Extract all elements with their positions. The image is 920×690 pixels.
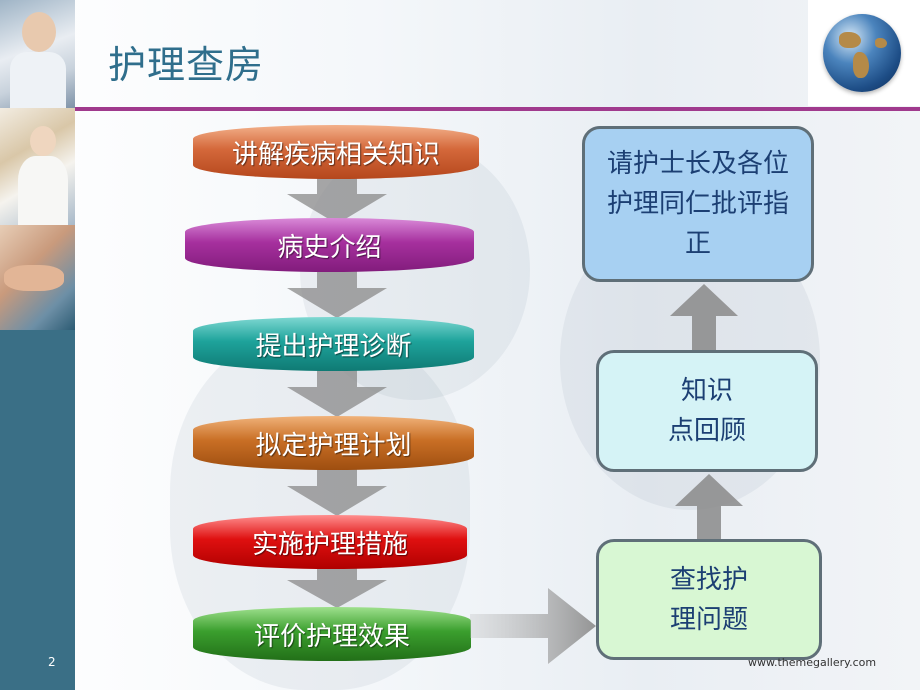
title-divider: [75, 107, 920, 111]
down-arrow-icon: [287, 468, 387, 516]
comments-line-2: 护理同仁批评指: [606, 189, 789, 219]
photo-doctor: [0, 0, 75, 108]
comments-line-3: 正: [684, 229, 711, 259]
footer-url: www.themegallery.com: [748, 656, 877, 669]
flow-step-implement: 实施护理措施: [193, 515, 467, 569]
comments-line-1: 请护士长及各位: [606, 149, 789, 179]
find-problems-line-2: 理问题: [669, 604, 748, 635]
flow-step-explain-disease: 讲解疾病相关知识: [193, 125, 479, 179]
down-arrow-icon: [287, 176, 387, 224]
flow-step-evaluate: 评价护理效果: [193, 607, 471, 661]
photo-blood-pressure: [0, 225, 75, 330]
review-line-2: 点回顾: [667, 416, 746, 446]
down-arrow-icon: [287, 369, 387, 417]
find-problems-line-1: 查找护: [669, 564, 748, 595]
find-problems-box: 查找护 理问题: [596, 539, 822, 660]
globe-icon: [823, 14, 901, 92]
slide-title: 护理查房: [108, 43, 265, 87]
comments-box: 请护士长及各位 护理同仁批评指 正: [582, 126, 814, 282]
flow-step-diagnosis: 提出护理诊断: [193, 317, 474, 371]
review-line-1: 知识: [680, 376, 733, 406]
knowledge-review-box: 知识 点回顾: [596, 350, 818, 472]
flow-step-plan: 拟定护理计划: [193, 416, 474, 470]
photo-nurse: [0, 108, 75, 225]
up-arrow-icon: [670, 284, 738, 352]
sidebar: 2: [0, 0, 75, 690]
down-arrow-icon: [287, 270, 387, 318]
up-arrow-icon: [675, 474, 743, 540]
page-number: 2: [48, 655, 56, 669]
down-arrow-icon: [287, 564, 387, 608]
flow-step-history: 病史介绍: [185, 218, 474, 272]
right-arrow-icon: [470, 588, 596, 664]
